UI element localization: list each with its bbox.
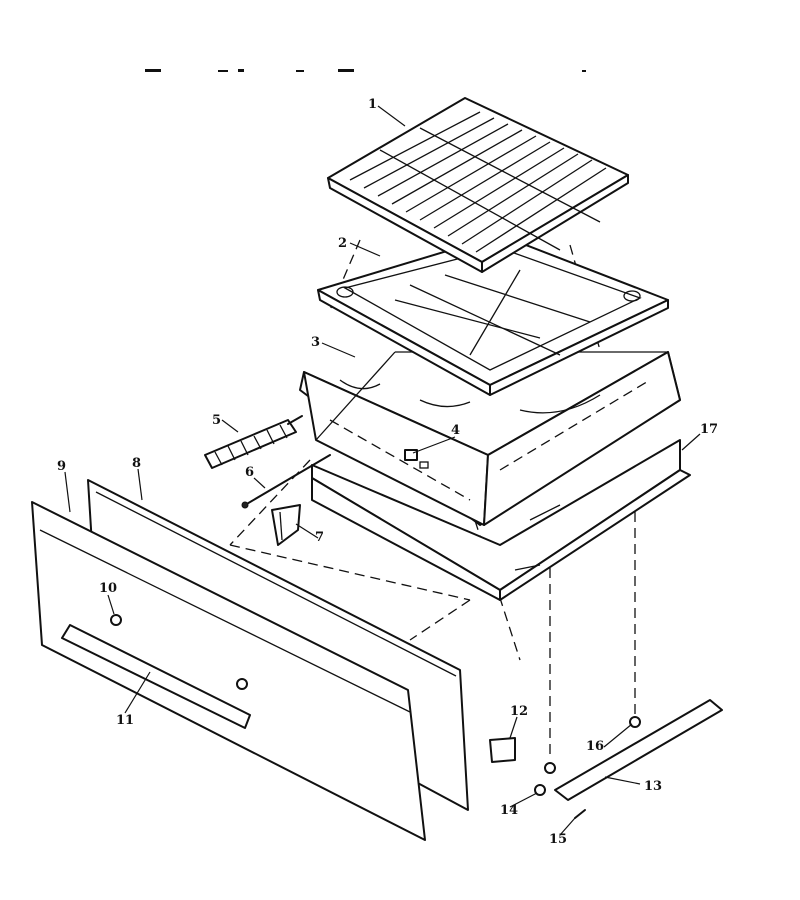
callout-14: 14 (500, 803, 518, 818)
callout-11: 11 (116, 713, 134, 728)
part-13-rail (554, 699, 723, 801)
part-10-bolts (110, 614, 248, 690)
part-9-front-panel (31, 501, 426, 841)
part-14-roller (534, 784, 546, 796)
callout-16: 16 (586, 739, 604, 754)
callout-7: 7 (315, 530, 324, 545)
part-17-drawer-body (311, 439, 691, 601)
part-11-handle (61, 624, 251, 729)
callout-6: 6 (245, 465, 254, 480)
part-12-small-bracket (489, 737, 516, 763)
callout-labels: 1 2 3 4 5 6 7 8 9 10 11 12 13 14 15 16 1… (57, 97, 718, 847)
callout-3: 3 (311, 335, 320, 350)
callout-17: 17 (700, 422, 718, 437)
part-7-bracket (271, 504, 301, 546)
part-4-clip (404, 449, 429, 469)
callout-1: 1 (368, 97, 377, 112)
grid-slots (349, 111, 607, 253)
callout-12: 12 (510, 704, 528, 719)
part-1-broiler-grid (327, 97, 629, 273)
part-15-screw (574, 809, 586, 819)
callout-2: 2 (338, 236, 347, 251)
callout-13: 13 (644, 779, 662, 794)
part-2-broiler-pan (317, 234, 669, 396)
callout-5: 5 (212, 413, 221, 428)
callout-8: 8 (132, 456, 141, 471)
part-16-roller (544, 716, 641, 774)
callout-15: 15 (549, 832, 567, 847)
part-6-rod (241, 454, 331, 509)
part-5-spring (204, 415, 303, 469)
callout-4: 4 (451, 423, 460, 438)
callout-9: 9 (57, 459, 66, 474)
leader-lines (64, 105, 701, 836)
header-scan-marks (145, 69, 586, 72)
callout-10: 10 (99, 581, 117, 596)
